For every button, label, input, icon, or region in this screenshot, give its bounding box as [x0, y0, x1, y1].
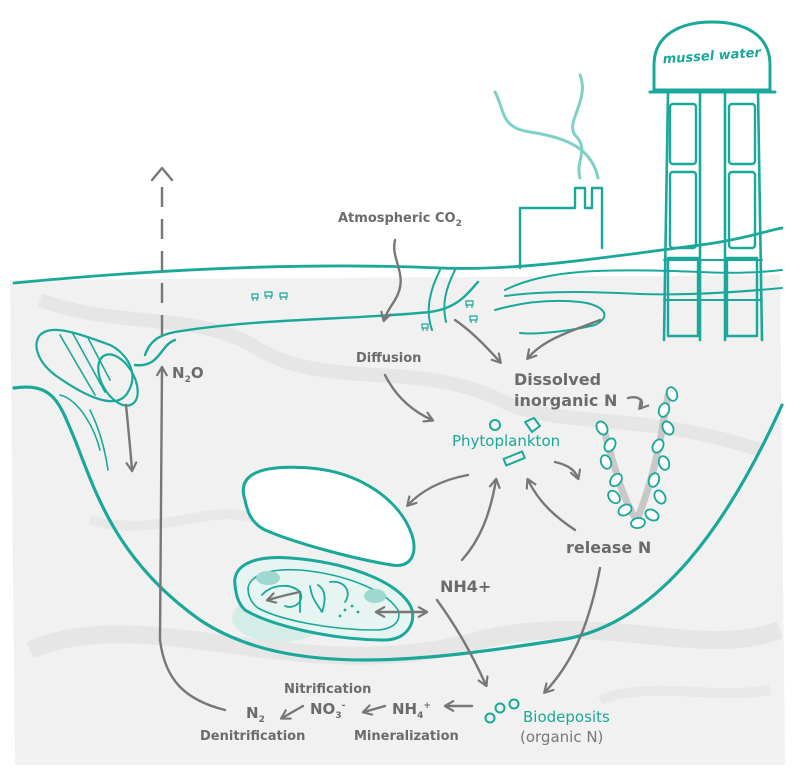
no3-label: NO3-: [310, 700, 346, 721]
biodeposits-label: Biodeposits: [523, 708, 610, 726]
phytoplankton-label: Phytoplankton: [452, 432, 560, 450]
tower-label: mussel water: [662, 45, 763, 67]
nitrification-label: Nitrification: [284, 682, 371, 697]
process-arrows: [124, 238, 650, 720]
biodeposit-symbols: [484, 698, 520, 724]
shoreline: [12, 226, 784, 367]
mineralization-label: Mineralization: [354, 729, 459, 744]
dissolved-inorganic-n-label-line2: inorganic N: [514, 391, 617, 410]
diffusion-label: Diffusion: [356, 351, 421, 366]
release-n-label: release N: [566, 538, 651, 557]
organic-n-label: (organic N): [520, 728, 603, 746]
n2-label: N2: [246, 704, 265, 725]
nh4-mineral-label: NH4+: [392, 700, 431, 721]
phytoplankton-symbols: [489, 417, 541, 467]
atmospheric-co2-label: Atmospheric CO2: [338, 211, 462, 229]
labels: Atmospheric CO2 Diffusion N2O Dissolved …: [172, 211, 651, 746]
nh4-label: NH4+: [440, 577, 491, 596]
water-tower: mussel water: [648, 20, 777, 342]
rope-mussels: [595, 386, 679, 529]
n2o-label: N2O: [172, 364, 204, 385]
factory: [493, 73, 604, 270]
water-basin: [12, 385, 784, 662]
mussel: [232, 465, 416, 642]
outlet-pipe: [35, 328, 139, 471]
n2o-escape-arrow: [150, 166, 174, 335]
mussel-rope: [595, 386, 679, 529]
denitrification-label: Denitrification: [200, 729, 305, 744]
grazing-animals: [251, 291, 478, 331]
dissolved-inorganic-n-label-line1: Dissolved: [514, 370, 601, 389]
